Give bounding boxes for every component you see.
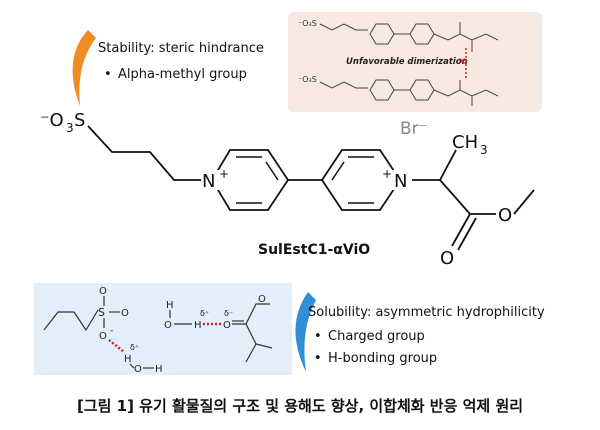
counterion-label: Br⁻ bbox=[400, 119, 428, 139]
right-pyridinium-ring bbox=[320, 149, 402, 211]
inset-top-ester bbox=[433, 33, 499, 41]
dimerization-label: Unfavorable dimerization bbox=[346, 57, 468, 67]
solubility-accent-arc bbox=[295, 292, 316, 372]
right-nitrogen-charge: + bbox=[382, 167, 392, 181]
dimerization-mark: × bbox=[458, 56, 466, 67]
solubility-bullet-dot-2: • bbox=[314, 351, 322, 366]
inset-bottom-ring-left bbox=[369, 79, 395, 101]
sulfonate-s: S bbox=[74, 110, 85, 131]
hb-ester-o: O bbox=[258, 294, 266, 305]
hb-sulfonate-o-left: O bbox=[99, 331, 107, 342]
right-nitrogen-bg bbox=[392, 170, 412, 190]
solubility-callout: Solubility: asymmetric hydrophilicity • … bbox=[295, 292, 545, 372]
main-molecule: ⁻O 3 S N + + N CH 3 O O SulEstC1-αViO bbox=[40, 110, 535, 269]
inset-top-chain bbox=[319, 23, 368, 31]
inset-top-ring-right bbox=[409, 23, 435, 45]
figure-caption: [그림 1] 유기 활물질의 구조 및 용해도 향상, 이합체화 반응 억제 원… bbox=[76, 397, 524, 415]
alpha-carbon-bonds bbox=[412, 149, 457, 181]
inset-bottom-substituent: ⁻O₃S bbox=[298, 75, 317, 84]
hb-ester-skeleton bbox=[232, 303, 270, 325]
hb-sulfonate-o-right: O bbox=[121, 308, 129, 319]
sulfonate-o: ⁻O bbox=[40, 110, 64, 131]
left-nitrogen-bg bbox=[201, 170, 221, 190]
ester-backbone bbox=[439, 179, 496, 215]
stability-callout: Stability: steric hindrance • Alpha-meth… bbox=[72, 30, 264, 106]
left-ring-double-3 bbox=[265, 161, 279, 181]
hb-water2-o: O bbox=[164, 320, 172, 331]
hbond-inset-background bbox=[34, 283, 292, 375]
solubility-bullet-2: H-bonding group bbox=[328, 351, 437, 366]
stability-bullet: Alpha-methyl group bbox=[118, 67, 247, 82]
carbonyl-bond-1 bbox=[451, 213, 471, 247]
solubility-bullet-1: Charged group bbox=[328, 329, 425, 344]
carbonyl-oxygen: O bbox=[440, 248, 454, 269]
butyl-chain bbox=[43, 309, 99, 332]
inset-top-ring-left bbox=[369, 23, 395, 45]
hb-water2-h: H bbox=[166, 300, 174, 311]
inset-bottom-chain bbox=[319, 81, 368, 89]
solubility-heading: Solubility: asymmetric hydrophilicity bbox=[308, 305, 545, 320]
hb-water1-h-top: H bbox=[124, 354, 132, 365]
inset-bottom-ester bbox=[433, 89, 499, 97]
hb-water1-delta: δ⁺ bbox=[130, 343, 139, 352]
hb-carbonyl-delta: δ⁻ bbox=[224, 309, 233, 318]
methyl-sub: 3 bbox=[480, 143, 488, 157]
hb-water2-delta: δ⁺ bbox=[200, 309, 209, 318]
carbonyl-bond-2 bbox=[457, 217, 477, 251]
stability-heading: Stability: steric hindrance bbox=[98, 41, 264, 56]
dimerization-inset: ⁻O₃S Unfavorable dimerization × ⁻O₃S bbox=[288, 12, 542, 112]
inset-top-substituent: ⁻O₃S bbox=[298, 19, 317, 28]
methyl-label: CH bbox=[452, 132, 478, 153]
stability-bullet-dot: • bbox=[104, 67, 112, 82]
hb-water1-o: O bbox=[134, 364, 142, 375]
left-nitrogen: N bbox=[202, 171, 215, 192]
inset-bottom-ring-right bbox=[409, 79, 435, 101]
hb-sulfonate-charge: - bbox=[110, 326, 113, 336]
hb-sulfonate-o-top: O bbox=[99, 286, 107, 297]
hbond-inset: S O O O - δ⁺ H O H H O H δ⁺ δ⁻ O O bbox=[34, 283, 292, 375]
ester-oxygen: O bbox=[498, 205, 512, 226]
hb-water1-h: H bbox=[155, 364, 163, 375]
hb-isopropyl bbox=[245, 323, 273, 363]
hb-sulfonate-s: S bbox=[98, 306, 105, 319]
hb-water1-oh-1 bbox=[129, 363, 135, 369]
right-ring-double-3 bbox=[331, 161, 345, 181]
sulfonate-sub: 3 bbox=[66, 121, 74, 135]
left-nitrogen-charge: + bbox=[219, 167, 229, 181]
solubility-bullet-dot-1: • bbox=[314, 329, 322, 344]
propyl-chain bbox=[87, 125, 206, 181]
right-nitrogen: N bbox=[394, 171, 407, 192]
ester-methyl-bond bbox=[513, 189, 535, 215]
hb-bond-water1 bbox=[108, 339, 125, 353]
hb-carbonyl-o: O bbox=[223, 320, 231, 331]
hb-water2-h-bond: H bbox=[194, 320, 202, 331]
stability-accent-arc bbox=[72, 30, 96, 106]
molecule-name: SulEstC1-αViO bbox=[258, 242, 370, 258]
